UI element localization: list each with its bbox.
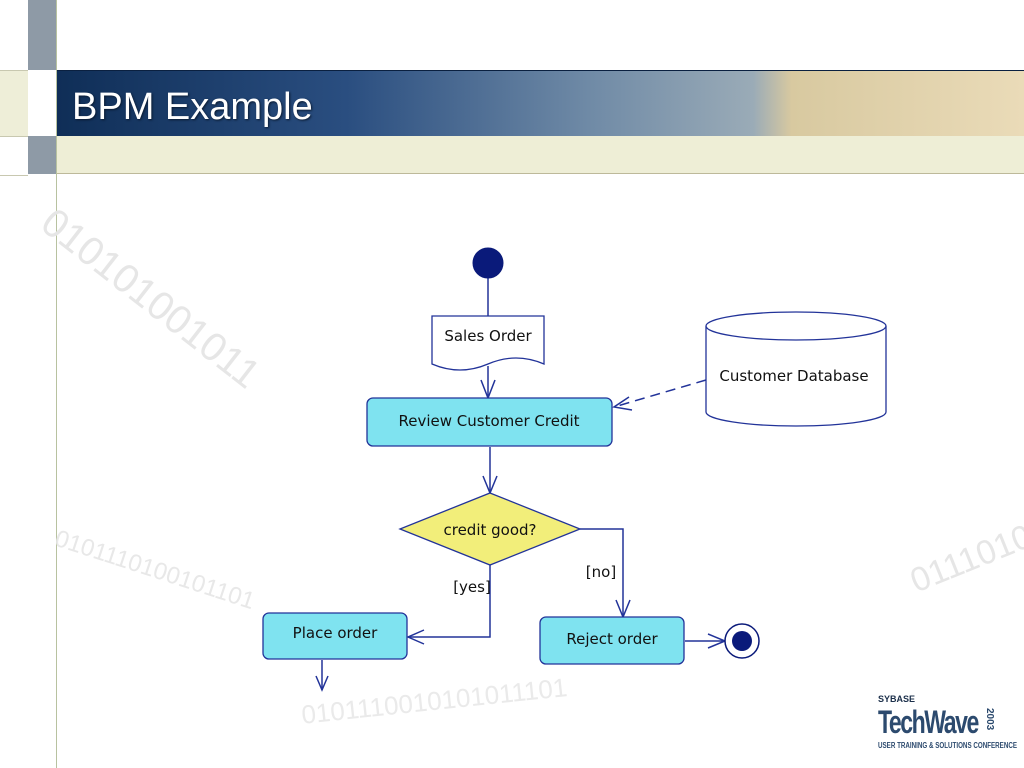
techwave-logo: SYBASE TechWave 2003 USER TRAINING & SOL… xyxy=(878,694,1017,754)
review-credit-label: Review Customer Credit xyxy=(398,412,579,430)
place-order-label: Place order xyxy=(293,624,378,642)
title-band xyxy=(56,70,1024,137)
credit-decision xyxy=(398,492,582,566)
logo-brand: SYBASE xyxy=(878,694,916,704)
review-credit-activity xyxy=(366,397,613,447)
logo-name: TechWave xyxy=(878,704,979,740)
margin-line xyxy=(56,0,57,768)
header-accent-cell xyxy=(0,70,28,137)
sales-order-label: Sales Order xyxy=(444,327,532,345)
customer-database-store xyxy=(705,326,887,427)
slide-title: BPM Example xyxy=(72,86,313,128)
reject-order-label: Reject order xyxy=(566,630,658,648)
arrowhead xyxy=(612,396,633,411)
flow-edge-no xyxy=(580,528,624,617)
database-top xyxy=(705,311,887,341)
start-node xyxy=(472,247,504,279)
logo-year: 2003 xyxy=(984,708,995,731)
decision-label: credit good? xyxy=(443,521,536,539)
guard-no: [no] xyxy=(586,563,616,581)
arrowhead xyxy=(406,629,425,645)
customer-database-label: Customer Database xyxy=(719,367,868,385)
data-flow-edge xyxy=(613,379,707,408)
subtitle-band xyxy=(56,136,1024,174)
place-order-activity xyxy=(262,612,408,660)
logo-tagline: USER TRAINING & SOLUTIONS CONFERENCE xyxy=(878,741,1018,750)
header-accent-cell xyxy=(0,136,28,176)
guard-yes: [yes] xyxy=(453,578,491,596)
flow-edge-yes xyxy=(408,565,491,638)
header-accent-cell xyxy=(28,136,56,174)
header-accent-bar xyxy=(28,0,56,70)
sales-order-document xyxy=(431,315,545,371)
reject-order-activity xyxy=(539,616,685,665)
arrowhead xyxy=(315,675,329,692)
end-node-core xyxy=(732,631,752,651)
